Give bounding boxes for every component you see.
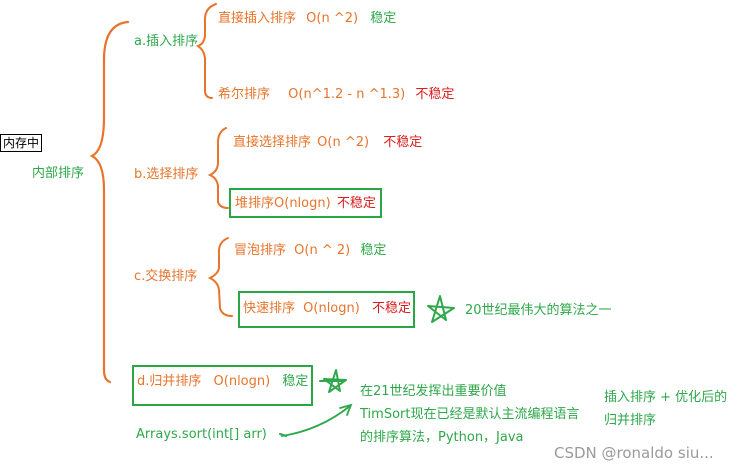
item-selection-direct: 直接选择排序 O(n ^2) 不稳定: [233, 136, 422, 149]
group-b-bracket: [207, 127, 229, 209]
item-stability: 不稳定: [336, 196, 376, 211]
item-complexity: O(n^1.2 - n ^1.3): [288, 87, 406, 102]
item-name: 直接插入排序: [218, 11, 297, 26]
quick-sort-box: [238, 291, 415, 328]
group-label-a: a.插入排序: [134, 34, 199, 49]
root-bracket: [89, 20, 130, 384]
item-insertion-direct: 直接插入排序 O(n ^2) 稳定: [218, 12, 396, 25]
item-complexity: O(n ^ 2): [294, 243, 351, 258]
arrow-icon: [281, 405, 351, 437]
quick-sort-note: 20世纪最伟大的算法之一: [465, 303, 612, 318]
item-heap-sort: 堆排序O(nlogn) 不稳定: [235, 197, 376, 210]
group-d-stability: 稳定: [282, 374, 309, 389]
item-bubble-sort: 冒泡排序 O(n ^ 2) 稳定: [234, 244, 386, 257]
star-icon: [323, 369, 347, 393]
group-label-d: d.归并排序 O(nlogn) 稳定: [137, 375, 308, 388]
item-stability: 不稳定: [383, 135, 423, 150]
item-complexity: O(nlogn): [303, 301, 360, 316]
group-c-bracket: [207, 237, 233, 317]
item-stability: 稳定: [370, 11, 397, 26]
item-stability: 不稳定: [371, 301, 411, 316]
watermark: CSDN @ronaldo siu...: [554, 444, 714, 462]
item-stability: 不稳定: [415, 87, 455, 102]
arrays-sort-label: Arrays.sort(int[] arr): [136, 427, 267, 442]
item-complexity: O(nlogn): [274, 196, 331, 211]
group-a-bracket: [195, 3, 217, 99]
merge-note-line-2: TimSort现在已经是默认主流编程语言: [360, 407, 580, 422]
item-name: 堆排序: [235, 196, 275, 211]
item-shell-sort: 希尔排序 O(n^1.2 - n ^1.3) 不稳定: [218, 88, 454, 101]
root-sublabel: 内部排序: [32, 166, 85, 181]
item-name: 冒泡排序: [234, 243, 287, 258]
item-name: 希尔排序: [218, 87, 271, 102]
timsort-note-line-1: 插入排序 + 优化后的: [604, 390, 728, 405]
item-name: 直接选择排序: [233, 135, 312, 150]
timsort-note-line-2: 归并排序: [604, 413, 657, 428]
item-quick-sort: 快速排序 O(nlogn) 不稳定: [243, 302, 411, 315]
star-icon: [427, 295, 455, 323]
merge-note-line-3: 的排序算法，Python，Java: [360, 430, 524, 445]
root-node: 内存中: [0, 134, 43, 152]
merge-sort-box: [132, 365, 313, 406]
group-d-name: d.归并排序: [137, 374, 202, 389]
group-d-complexity: O(nlogn): [213, 374, 271, 389]
item-complexity: O(n ^2): [317, 135, 370, 150]
item-name: 快速排序: [243, 301, 296, 316]
merge-note-line-1: 在21世纪发挥出重要价值: [360, 384, 507, 399]
group-label-b: b.选择排序: [134, 167, 199, 182]
item-complexity: O(n ^2): [306, 11, 359, 26]
heap-sort-box: [229, 188, 382, 218]
item-stability: 稳定: [360, 243, 387, 258]
group-label-c: c.交换排序: [134, 269, 198, 284]
